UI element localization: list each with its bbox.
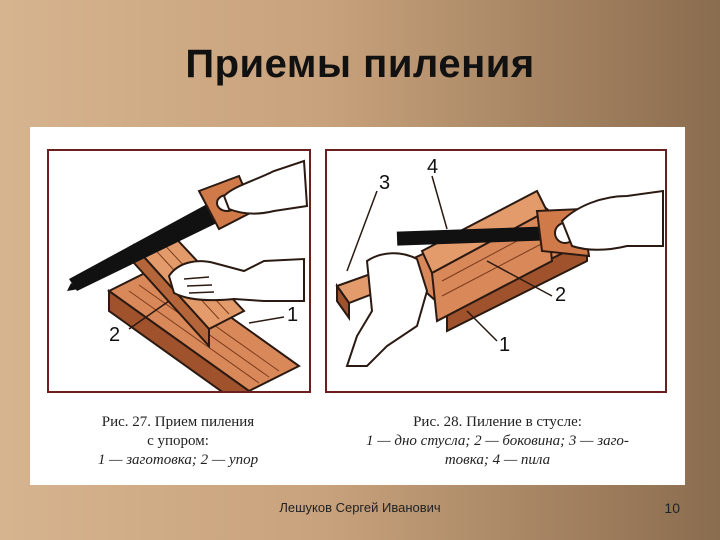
figure-27-caption: Рис. 27. Прием пиления с упором: 1 — заг… (48, 413, 308, 470)
page-number: 10 (664, 500, 680, 516)
footer-author: Лешуков Сергей Иванович (279, 500, 441, 515)
figure-28-caption: Рис. 28. Пиление в стусле: 1 — дно стусл… (330, 413, 665, 470)
saw-blade-28 (396, 226, 548, 246)
fig28-caption-line3: товка; 4 — пила (444, 452, 551, 468)
left-hand (167, 257, 305, 302)
fig28-label-3: 3 (379, 172, 390, 194)
left-hand-28 (345, 252, 429, 367)
fig27-caption-line2: с упором: (147, 433, 209, 449)
figure-27-frame: 2 1 (47, 149, 311, 413)
fig28-caption-line2: 1 — дно стусла; 2 — боковина; 3 — заго- (366, 433, 629, 449)
fig28-label-4: 4 (427, 156, 438, 178)
right-hand-28 (560, 189, 664, 251)
figure-28-frame: 3 4 2 1 (325, 149, 667, 393)
fig27-caption-line1: Рис. 27. Прием пиления (101, 414, 255, 430)
fig28-label-2: 2 (555, 284, 566, 306)
fig28-label-1: 1 (499, 334, 510, 356)
slide-title: Приемы пиления (185, 42, 535, 86)
fig28-caption-line1: Рис. 28. Пиление в стусле: (413, 414, 582, 430)
figure-28-illustration: 3 4 2 1 (335, 156, 664, 367)
right-hand (222, 159, 309, 215)
fig27-label-2: 2 (109, 324, 120, 346)
fig27-label-1: 1 (287, 304, 298, 326)
fig27-caption-line3: 1 — заготовка; 2 — упор (97, 452, 259, 468)
illustration-panel: 2 1 (30, 127, 685, 485)
figure-27-illustration: 2 1 (67, 159, 309, 413)
